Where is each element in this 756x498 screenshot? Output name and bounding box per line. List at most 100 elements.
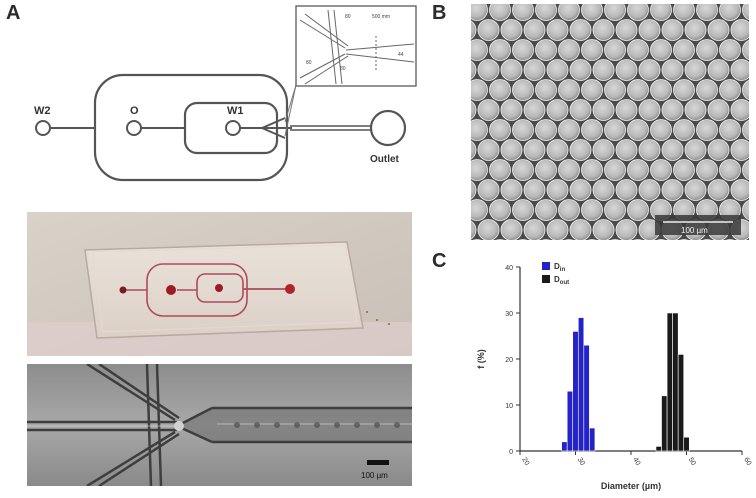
y-tick-label: 0: [509, 449, 513, 456]
label-o: O: [130, 105, 139, 117]
sem-bead: [627, 159, 649, 181]
sem-bead: [638, 139, 661, 161]
sem-bead: [472, 239, 482, 240]
x-tick-label: 40: [631, 457, 641, 467]
bar-dout: [677, 354, 685, 452]
bar-dout: [683, 436, 690, 452]
panel-label-a: A: [6, 2, 21, 24]
sem-bead: [604, 199, 626, 221]
sem-scale-label: 100 µm: [681, 226, 708, 235]
sem-bead: [471, 60, 477, 80]
sem-bead: [523, 179, 546, 201]
sem-bead: [707, 179, 730, 201]
sem-bead: [477, 179, 500, 201]
sem-bead: [684, 99, 707, 121]
sem-bead: [725, 239, 735, 240]
sem-bead: [500, 59, 523, 81]
bar-dout: [655, 446, 662, 452]
sem-bead: [592, 179, 615, 201]
legend-swatch: [542, 275, 550, 283]
sem-bead: [615, 19, 638, 41]
sem-bead: [719, 39, 741, 61]
sem-bead: [500, 219, 523, 240]
x-tick-label: 50: [687, 457, 697, 467]
chip-schematic: W2 O W1 Outlet 80 500 mm 80 80: [34, 5, 417, 182]
bar-dout: [666, 312, 673, 452]
sem-bead: [581, 4, 603, 21]
panel-label-c: C: [432, 250, 447, 272]
outlet-port: [369, 109, 407, 147]
sem-bead: [535, 79, 557, 101]
sem-bead: [707, 99, 730, 121]
junction-inset: 80 500 mm 80 80 44: [295, 5, 417, 87]
sem-bead: [604, 79, 626, 101]
sem-bead: [719, 159, 741, 181]
sem-bead: [627, 39, 649, 61]
sem-bead: [633, 239, 643, 240]
sem-bead: [615, 219, 638, 240]
sem-bead: [500, 179, 523, 201]
sem-bead: [650, 79, 672, 101]
chip-photo: [27, 212, 412, 356]
sem-bead: [512, 4, 534, 21]
sem-bead: [558, 119, 580, 141]
sem-bead: [684, 139, 707, 161]
sem-bead: [471, 220, 477, 240]
legend-label: Dout: [554, 275, 569, 286]
sem-bead: [730, 139, 749, 161]
micrograph-scale-bar: [367, 460, 389, 465]
bar-din: [561, 441, 568, 452]
sem-bead: [742, 4, 749, 21]
sem-bead: [558, 159, 580, 181]
sem-bead: [558, 4, 580, 21]
sem-bead: [581, 119, 603, 141]
sem-bead: [696, 4, 718, 21]
sem-bead: [742, 119, 749, 141]
sem-bead: [471, 199, 488, 221]
sem-bead: [495, 239, 505, 240]
label-w2: W2: [34, 105, 51, 117]
sem-bead: [661, 19, 684, 41]
sem-bead: [564, 239, 574, 240]
sem-bead: [489, 39, 511, 61]
sem-bead: [546, 59, 569, 81]
sem-bead: [489, 4, 511, 21]
sem-bead: [650, 39, 672, 61]
sem-bead: [546, 219, 569, 240]
sem-bead: [661, 179, 684, 201]
sem-bead: [471, 140, 477, 160]
sem-bead: [610, 239, 620, 240]
bar-din: [566, 390, 574, 452]
sem-bead: [477, 99, 500, 121]
sem-bead: [471, 100, 477, 120]
sem-bead: [523, 139, 546, 161]
sem-bead: [592, 99, 615, 121]
sem-bead: [471, 39, 488, 61]
sem-bead: [592, 19, 615, 41]
sem-bead: [592, 219, 615, 240]
sem-bead: [627, 199, 649, 221]
sem-bead: [615, 59, 638, 81]
sem-bead: [684, 19, 707, 41]
sem-bead: [742, 199, 749, 221]
sem-bead: [604, 4, 626, 21]
sem-bead: [581, 79, 603, 101]
inset-label-2: 500 mm: [372, 14, 390, 20]
sem-bead: [673, 4, 695, 21]
sem-bead: [471, 119, 488, 141]
sem-bead: [696, 159, 718, 181]
sem-bead: [535, 119, 557, 141]
sem-bead: [587, 239, 597, 240]
sem-bead: [604, 39, 626, 61]
sem-bead: [615, 99, 638, 121]
sem-bead: [679, 239, 689, 240]
panel-label-b: B: [432, 2, 447, 24]
sem-bead: [719, 4, 741, 21]
sem-bead: [650, 119, 672, 141]
inset-label-5: 44: [398, 52, 404, 58]
sem-bead: [541, 239, 551, 240]
sem-bead: [477, 59, 500, 81]
sem-bead: [656, 239, 666, 240]
sem-bead: [535, 199, 557, 221]
